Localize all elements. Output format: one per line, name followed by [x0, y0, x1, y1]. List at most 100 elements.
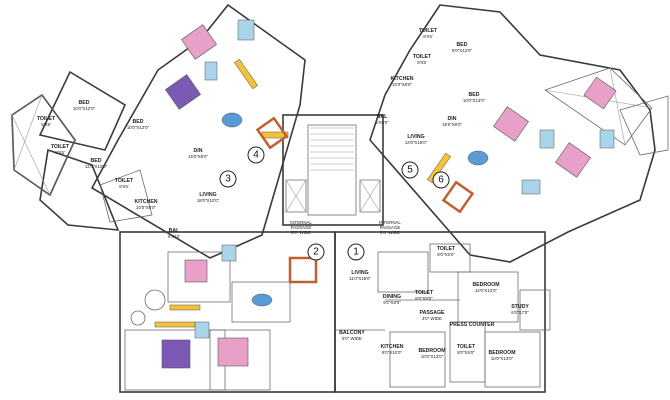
- svg-text:13'0"X18'0": 13'0"X18'0": [405, 140, 428, 145]
- passage-label-left: INTERNAL PASSAGE 5'0" WIDE: [290, 220, 312, 235]
- svg-text:8'0"X5'0": 8'0"X5'0": [457, 350, 475, 355]
- unit-marker: 5: [401, 161, 419, 179]
- svg-text:BAL: BAL: [169, 228, 180, 234]
- svg-text:6'X10': 6'X10': [168, 234, 180, 239]
- svg-text:TOILET: TOILET: [419, 28, 438, 34]
- svg-text:TOILET: TOILET: [115, 178, 134, 184]
- svg-text:DIN: DIN: [448, 116, 457, 122]
- svg-text:6'0"X7'0": 6'0"X7'0": [511, 310, 529, 315]
- svg-text:5'0" WIDE: 5'0" WIDE: [380, 230, 400, 235]
- svg-text:BEDROOM: BEDROOM: [418, 348, 445, 354]
- svg-text:TOILET: TOILET: [37, 116, 56, 122]
- svg-text:BEDROOM: BEDROOM: [472, 282, 499, 288]
- svg-text:STUDY: STUDY: [511, 304, 529, 310]
- svg-text:8'0"X5'0": 8'0"X5'0": [415, 296, 433, 301]
- svg-text:BED: BED: [91, 158, 102, 164]
- svg-text:PASSAGE: PASSAGE: [291, 225, 312, 230]
- svg-text:8'X5': 8'X5': [423, 34, 433, 39]
- svg-text:5'0" WIDE: 5'0" WIDE: [342, 336, 362, 341]
- svg-text:LIVING: LIVING: [407, 134, 424, 140]
- room-label: PRESS COUNTER: [450, 322, 495, 328]
- svg-text:PASSAGE: PASSAGE: [380, 225, 401, 230]
- svg-text:KITCHEN: KITCHEN: [380, 344, 403, 350]
- svg-text:BED: BED: [133, 119, 144, 125]
- svg-text:18'0"X10'0": 18'0"X10'0": [197, 198, 220, 203]
- svg-text:10'0"X12'0": 10'0"X12'0": [127, 125, 150, 130]
- svg-text:8'0"X5'0": 8'0"X5'0": [437, 252, 455, 257]
- svg-text:BAL: BAL: [377, 114, 388, 120]
- svg-text:TOILET: TOILET: [437, 246, 456, 252]
- svg-text:5'X8'0": 5'X8'0": [375, 120, 389, 125]
- svg-text:15'0"X8'0": 15'0"X8'0": [442, 122, 462, 127]
- unit-number: 3: [225, 174, 231, 185]
- svg-text:8'0"X12'0": 8'0"X12'0": [452, 48, 472, 53]
- unit-number: 1: [353, 247, 359, 258]
- svg-text:12'0"X10'0": 12'0"X10'0": [85, 164, 108, 169]
- walls: [11, 3, 669, 393]
- svg-text:BED: BED: [469, 92, 480, 98]
- svg-text:8'X5': 8'X5': [119, 184, 129, 189]
- svg-text:INTERNAL: INTERNAL: [290, 220, 312, 225]
- svg-text:15'0"X8'0": 15'0"X8'0": [188, 154, 208, 159]
- unit-marker: 3: [219, 170, 237, 188]
- svg-text:DINING: DINING: [383, 294, 401, 300]
- svg-text:INTERNAL: INTERNAL: [379, 220, 401, 225]
- unit-number: 5: [407, 165, 413, 176]
- svg-text:10'0"X13'0": 10'0"X13'0": [463, 98, 486, 103]
- svg-text:BEDROOM: BEDROOM: [488, 350, 515, 356]
- svg-text:8'X5': 8'X5': [55, 150, 65, 155]
- svg-text:11'0"X18'0": 11'0"X18'0": [349, 276, 371, 281]
- svg-text:TOILET: TOILET: [413, 54, 432, 60]
- svg-text:10'0"X8'0": 10'0"X8'0": [392, 82, 412, 87]
- svg-text:8'0"X10'0": 8'0"X10'0": [382, 350, 402, 355]
- svg-text:DIN: DIN: [194, 148, 203, 154]
- passage-labels: INTERNAL PASSAGE 5'0" WIDE INTERNAL PASS…: [290, 220, 401, 235]
- unit-marker: 1: [347, 243, 365, 261]
- unit-marker: 6: [432, 171, 450, 189]
- unit-number: 6: [438, 175, 444, 186]
- svg-text:10'0"X12'0": 10'0"X12'0": [73, 106, 96, 111]
- svg-text:12'0"X12'0": 12'0"X12'0": [475, 288, 498, 293]
- svg-text:LIVING: LIVING: [199, 192, 216, 198]
- svg-text:PRESS COUNTER: PRESS COUNTER: [450, 322, 495, 328]
- svg-text:BALCONY: BALCONY: [339, 330, 365, 336]
- svg-text:5'0" WIDE: 5'0" WIDE: [291, 230, 311, 235]
- svg-text:9'0"X8'0": 9'0"X8'0": [383, 300, 401, 305]
- svg-text:10'0"X13'0": 10'0"X13'0": [491, 356, 514, 361]
- unit-number: 2: [313, 247, 319, 258]
- svg-text:LIVING: LIVING: [351, 270, 368, 276]
- svg-text:KITCHEN: KITCHEN: [134, 199, 157, 205]
- passage-label-right: INTERNAL PASSAGE 5'0" WIDE: [379, 220, 401, 235]
- svg-text:3'0" WIDE: 3'0" WIDE: [422, 316, 442, 321]
- svg-text:TOILET: TOILET: [415, 290, 434, 296]
- unit-number: 4: [253, 150, 259, 161]
- unit-marker: 2: [307, 243, 325, 261]
- svg-text:10'0"X13'0": 10'0"X13'0": [421, 354, 444, 359]
- unit-marker: 4: [247, 146, 265, 164]
